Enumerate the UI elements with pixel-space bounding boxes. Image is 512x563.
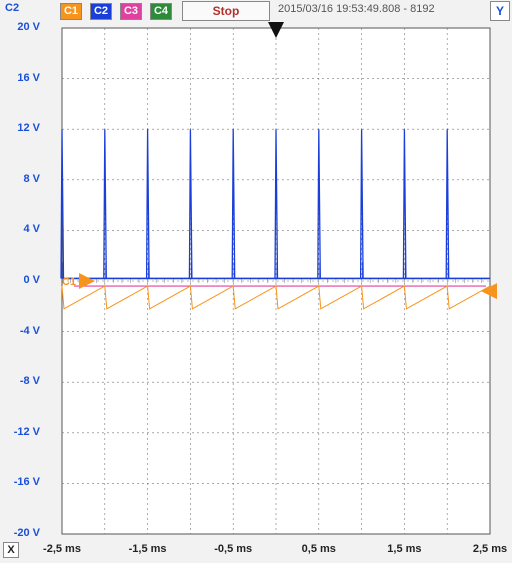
channel-c1-button[interactable]: C1 <box>60 3 82 20</box>
c2-spike <box>60 129 65 279</box>
stop-button[interactable]: Stop <box>182 1 270 21</box>
x-tick-label: 0,5 ms <box>301 543 336 555</box>
x-tick-label: -0,5 ms <box>214 543 253 555</box>
c2-spike <box>317 129 321 279</box>
c1-ground-marker-icon <box>79 273 95 289</box>
y-tick-label: 20 V <box>17 21 40 33</box>
c2-spike <box>231 129 236 279</box>
y-tick-label: 0 V <box>23 274 40 286</box>
trigger-position-icon <box>268 22 284 38</box>
channel-c4-button[interactable]: C4 <box>150 3 172 20</box>
x-axis-button[interactable]: X <box>3 542 19 558</box>
y-tick-label: 4 V <box>23 223 40 236</box>
y-tick-label: 16 V <box>17 71 40 84</box>
c2-spike <box>359 129 364 279</box>
y-tick-label: -4 V <box>19 324 40 337</box>
trigger-level-icon <box>481 283 497 300</box>
c2-spike <box>188 129 193 279</box>
y-tick-label: -16 V <box>13 476 40 489</box>
c2-spike <box>274 129 279 279</box>
x-tick-label: 2,5 ms <box>472 543 508 555</box>
y-tick-label: 12 V <box>17 122 40 135</box>
c2-spike <box>103 129 107 279</box>
y-tick-label: -12 V <box>13 425 40 438</box>
c2-spike <box>402 129 407 279</box>
c1-trace <box>61 285 491 310</box>
y-tick-label: -8 V <box>19 375 40 388</box>
c2-spike <box>145 129 150 279</box>
x-tick-label: 1,5 ms <box>387 543 422 555</box>
channel-c2-button[interactable]: C2 <box>90 3 112 20</box>
channel-c3-button[interactable]: C3 <box>120 3 142 20</box>
active-channel-label: C2 <box>5 2 20 14</box>
y-tick-label: -20 V <box>13 527 40 539</box>
y-tick-label: 8 V <box>23 172 40 185</box>
acquisition-info: 2015/03/16 19:53:49.808 - 8192 <box>278 3 435 15</box>
x-tick-label: -2,5 ms <box>43 543 81 555</box>
y-axis-channel-button[interactable]: Y <box>490 1 510 21</box>
c1-marker-label: C1 <box>62 276 76 288</box>
toolbar: C1 C2 C3 C4 Stop 2015/03/16 19:53:49.808… <box>0 0 512 22</box>
c2-spike <box>445 129 450 279</box>
x-tick-label: -1,5 ms <box>128 543 167 555</box>
